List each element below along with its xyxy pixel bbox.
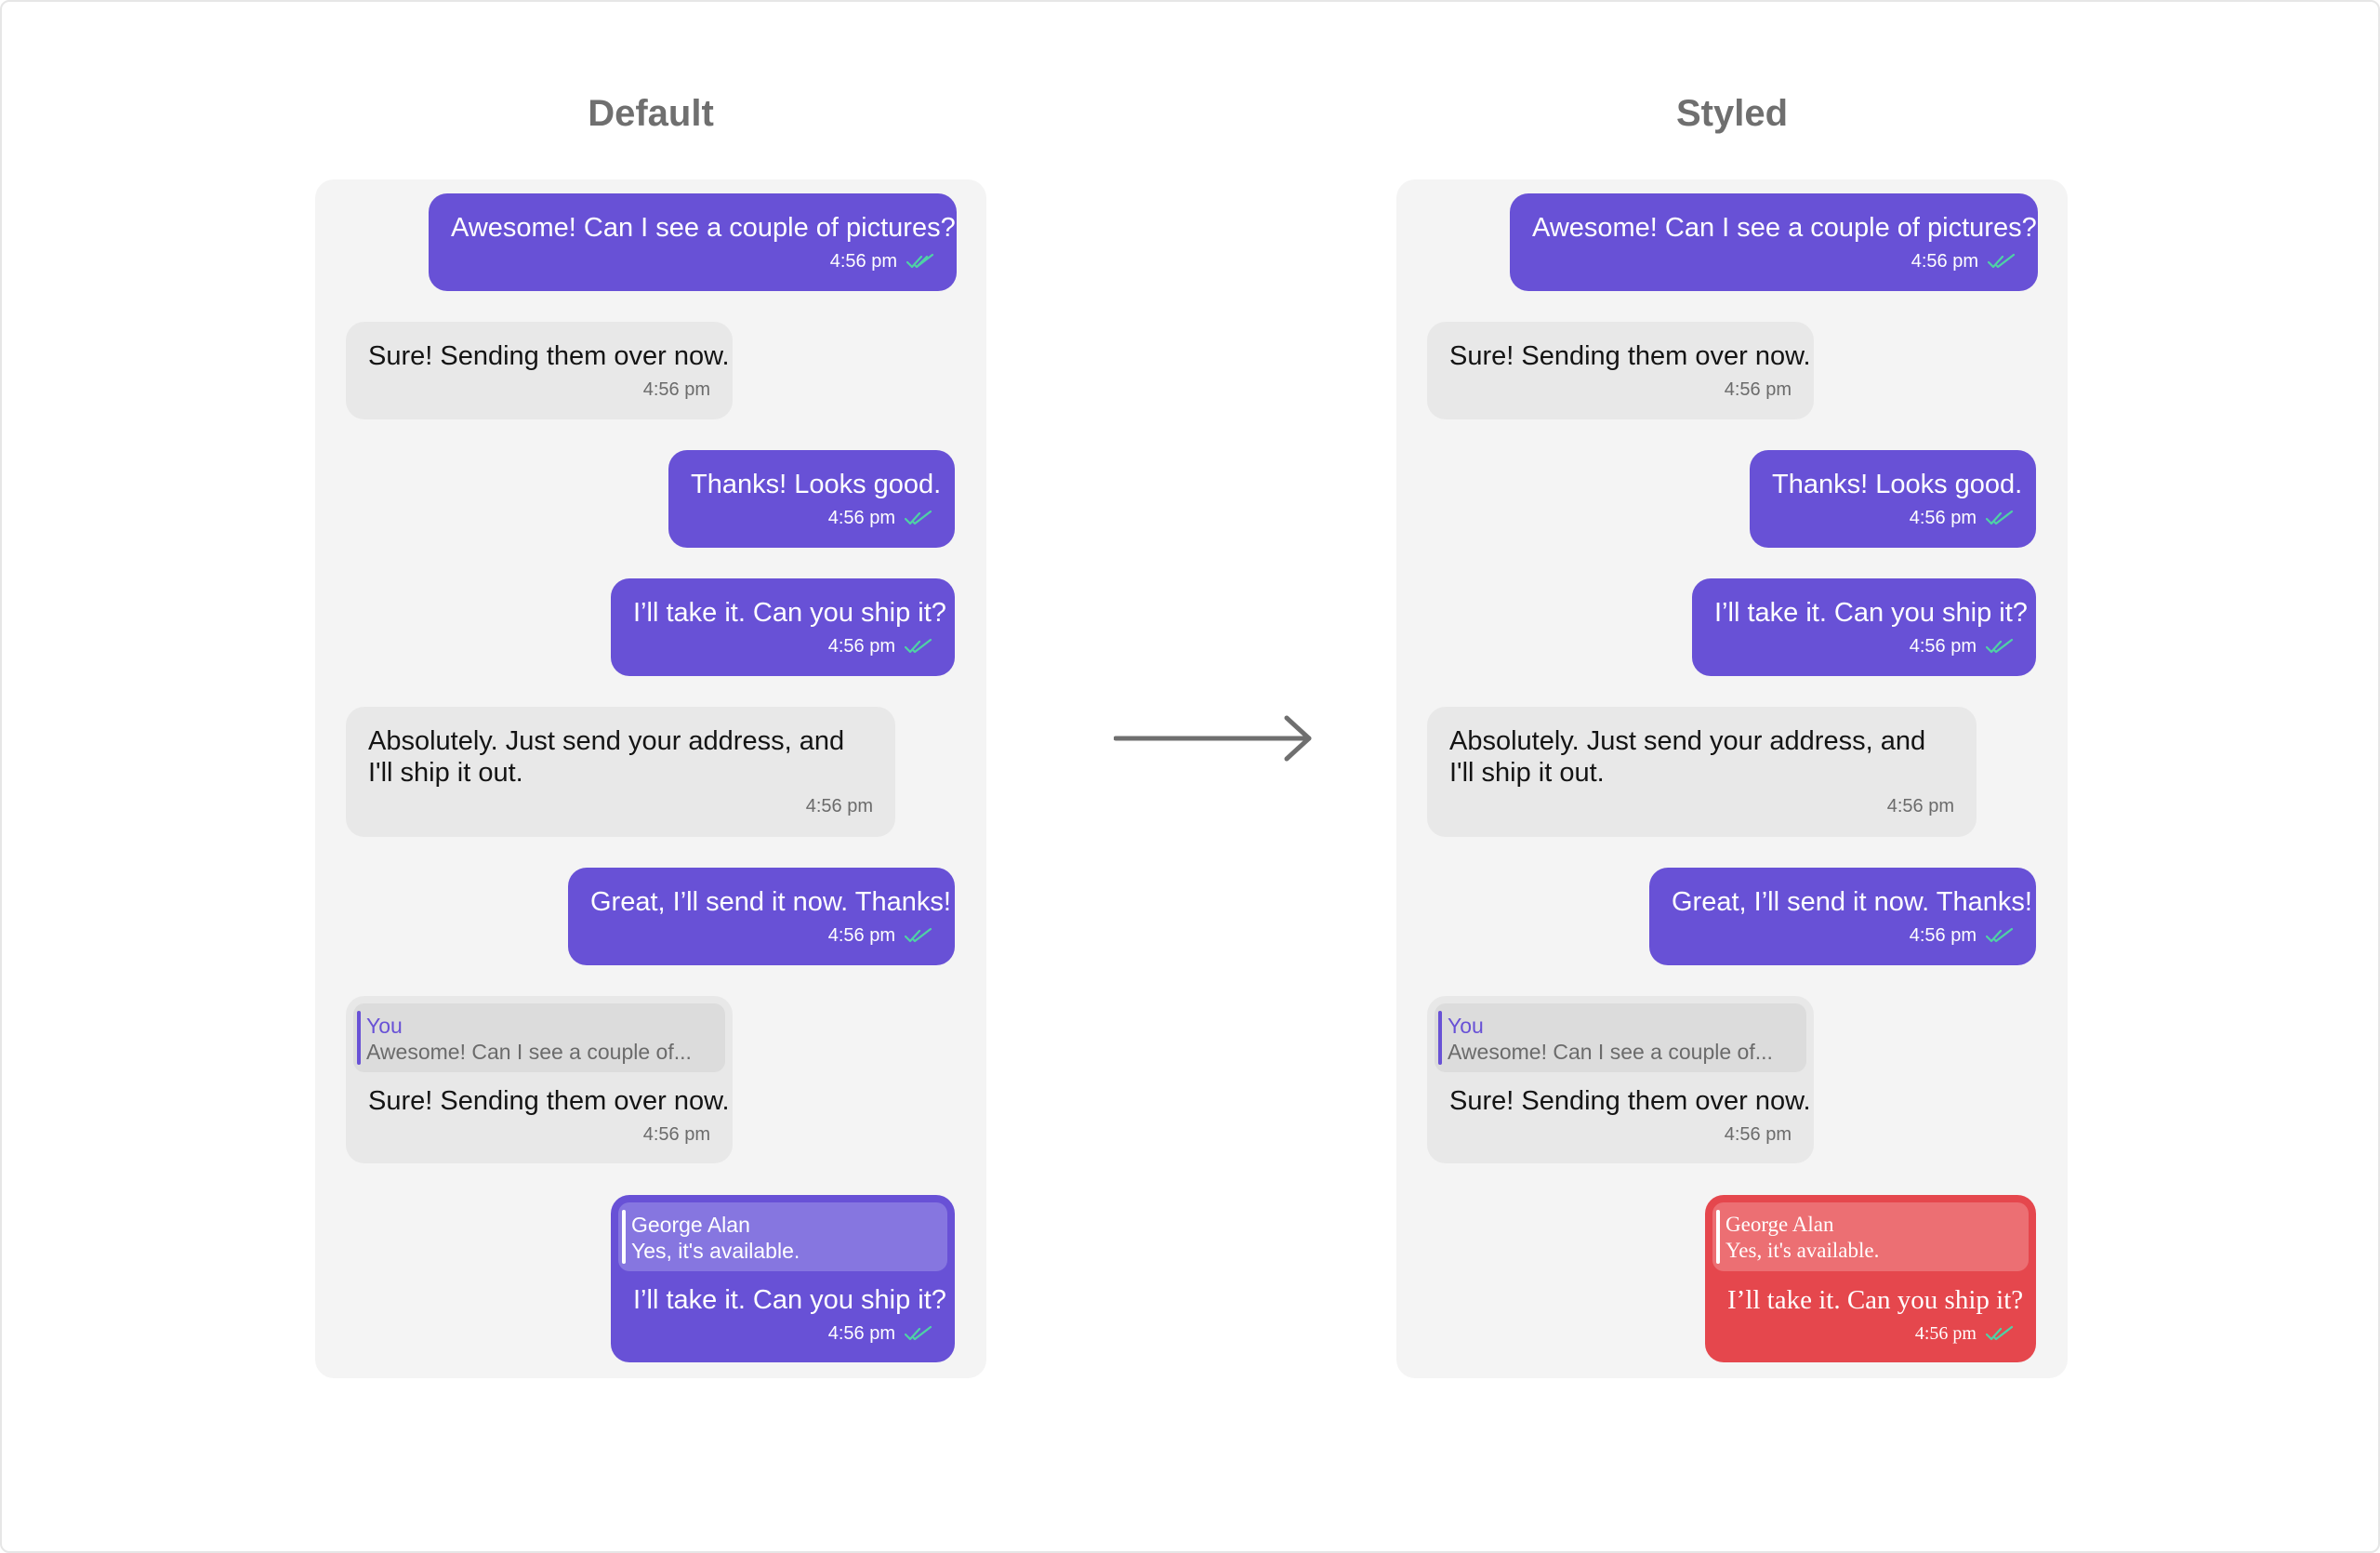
arrow-right-icon	[1114, 715, 1312, 762]
quoted-message[interactable]: George Alan Yes, it's available.	[618, 1202, 947, 1271]
message-text: Sure! Sending them over now.	[368, 341, 730, 371]
styled-chat-panel: Awesome! Can I see a couple of pictures?…	[1396, 179, 2068, 1378]
message-meta: 4:56 pm	[1449, 796, 1954, 817]
message-bubble-outgoing[interactable]: Great, I’ll send it now. Thanks! 4:56 pm	[568, 868, 955, 965]
message-bubble-incoming[interactable]: Sure! Sending them over now. 4:56 pm	[346, 322, 733, 419]
message-meta: 4:56 pm	[633, 636, 932, 657]
message-bubble-incoming[interactable]: Absolutely. Just send your address, and …	[346, 707, 895, 837]
message-meta: 4:56 pm	[368, 796, 873, 817]
message-bubble-outgoing[interactable]: Thanks! Looks good. 4:56 pm	[1750, 450, 2036, 548]
quoted-sender-name: You	[1448, 1014, 1484, 1038]
double-check-icon	[906, 253, 934, 268]
message-bubble-incoming-reply[interactable]: You Awesome! Can I see a couple of... Su…	[346, 996, 733, 1163]
message-bubble-incoming-reply[interactable]: You Awesome! Can I see a couple of... Su…	[1427, 996, 1814, 1163]
message-meta: 4:56 pm	[1449, 379, 1792, 401]
quoted-message-text: Yes, it's available.	[1726, 1239, 1880, 1262]
message-text: I’ll take it. Can you ship it?	[633, 598, 946, 628]
message-meta: 4:56 pm	[368, 379, 710, 401]
message-text: Thanks! Looks good.	[691, 470, 942, 499]
message-time: 4:56 pm	[1914, 1323, 1977, 1344]
message-text: Great, I’ll send it now. Thanks!	[1672, 887, 2032, 917]
message-text: I’ll take it. Can you ship it?	[633, 1285, 946, 1315]
message-text: Sure! Sending them over now.	[368, 1086, 730, 1116]
message-meta: 4:56 pm	[1714, 636, 2014, 657]
message-bubble-outgoing[interactable]: I’ll take it. Can you ship it? 4:56 pm	[1692, 578, 2036, 676]
double-check-icon	[1986, 510, 2014, 524]
quoted-message-text: Awesome! Can I see a couple of...	[366, 1040, 692, 1064]
double-check-icon	[905, 638, 932, 653]
default-title: Default	[588, 93, 714, 134]
message-time: 4:56 pm	[1724, 379, 1792, 400]
message-time: 4:56 pm	[1911, 251, 1978, 272]
message-bubble-outgoing[interactable]: Thanks! Looks good. 4:56 pm	[668, 450, 955, 548]
quoted-sender-name: George Alan	[1726, 1213, 1834, 1236]
message-time: 4:56 pm	[1909, 508, 1977, 528]
message-time: 4:56 pm	[1909, 636, 1977, 657]
message-bubble-outgoing-reply[interactable]: George Alan Yes, it's available. I’ll ta…	[611, 1195, 955, 1362]
message-bubble-incoming[interactable]: Absolutely. Just send your address, and …	[1427, 707, 1977, 837]
message-bubble-outgoing[interactable]: Awesome! Can I see a couple of pictures?…	[429, 193, 957, 291]
styled-title: Styled	[1675, 93, 1789, 134]
double-check-icon	[905, 510, 932, 524]
message-time: 4:56 pm	[805, 796, 873, 816]
message-meta: 4:56 pm	[633, 1323, 932, 1345]
message-text: Sure! Sending them over now.	[1449, 1086, 1811, 1116]
double-check-icon	[905, 1325, 932, 1340]
quoted-message-text: Yes, it's available.	[631, 1239, 800, 1263]
message-time: 4:56 pm	[642, 1124, 710, 1145]
message-text: Great, I’ll send it now. Thanks!	[590, 887, 951, 917]
quoted-message[interactable]: You Awesome! Can I see a couple of...	[1435, 1003, 1806, 1072]
quoted-message[interactable]: George Alan Yes, it's available.	[1712, 1202, 2029, 1271]
message-time: 4:56 pm	[827, 636, 895, 657]
double-check-icon	[1988, 253, 2016, 268]
message-bubble-outgoing[interactable]: I’ll take it. Can you ship it? 4:56 pm	[611, 578, 955, 676]
message-text: Awesome! Can I see a couple of pictures?	[1532, 213, 2037, 243]
quoted-sender-name: You	[366, 1014, 403, 1038]
double-check-icon	[1986, 638, 2014, 653]
message-meta: 4:56 pm	[1532, 251, 2016, 272]
message-text: Absolutely. Just send your address, and …	[368, 726, 845, 788]
message-meta: 4:56 pm	[1672, 925, 2014, 947]
message-bubble-outgoing[interactable]: Awesome! Can I see a couple of pictures?…	[1510, 193, 2038, 291]
quoted-message[interactable]: You Awesome! Can I see a couple of...	[353, 1003, 725, 1072]
message-bubble-outgoing[interactable]: Great, I’ll send it now. Thanks! 4:56 pm	[1649, 868, 2036, 965]
message-time: 4:56 pm	[642, 379, 710, 400]
message-bubble-styled-reply[interactable]: George Alan Yes, it's available. I’ll ta…	[1705, 1195, 2036, 1362]
message-meta: 4:56 pm	[1727, 1323, 2014, 1345]
default-chat-panel: Awesome! Can I see a couple of pictures?…	[315, 179, 986, 1378]
double-check-icon	[905, 927, 932, 942]
message-text: Thanks! Looks good.	[1772, 470, 2023, 499]
quoted-message-text: Awesome! Can I see a couple of...	[1448, 1040, 1773, 1064]
message-time: 4:56 pm	[827, 508, 895, 528]
quoted-sender-name: George Alan	[631, 1213, 750, 1237]
message-time: 4:56 pm	[1724, 1124, 1792, 1145]
message-meta: 4:56 pm	[1772, 508, 2014, 529]
message-bubble-incoming[interactable]: Sure! Sending them over now. 4:56 pm	[1427, 322, 1814, 419]
message-text: I’ll take it. Can you ship it?	[1727, 1285, 2024, 1315]
message-text: I’ll take it. Can you ship it?	[1714, 598, 2028, 628]
message-meta: 4:56 pm	[451, 251, 934, 272]
message-meta: 4:56 pm	[368, 1124, 710, 1146]
message-meta: 4:56 pm	[691, 508, 932, 529]
message-time: 4:56 pm	[827, 925, 895, 946]
message-text: Sure! Sending them over now.	[1449, 341, 1811, 371]
message-meta: 4:56 pm	[1449, 1124, 1792, 1146]
message-time: 4:56 pm	[827, 1323, 895, 1344]
message-time: 4:56 pm	[829, 251, 897, 272]
message-text: Absolutely. Just send your address, and …	[1449, 726, 1926, 788]
double-check-icon	[1986, 1325, 2014, 1340]
message-time: 4:56 pm	[1909, 925, 1977, 946]
message-meta: 4:56 pm	[590, 925, 932, 947]
message-time: 4:56 pm	[1886, 796, 1954, 816]
double-check-icon	[1986, 927, 2014, 942]
message-text: Awesome! Can I see a couple of pictures?	[451, 213, 956, 243]
